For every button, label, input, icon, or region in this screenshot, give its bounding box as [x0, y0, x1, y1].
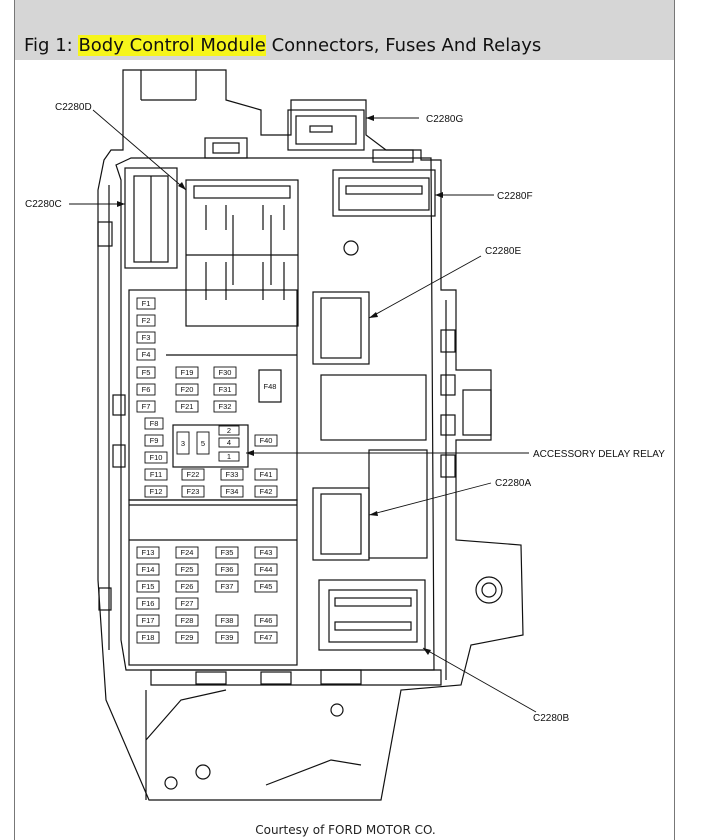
connector-c2280c [124, 167, 178, 269]
fuse-f10: F10 [150, 453, 163, 462]
fuse-f23: F23 [187, 487, 200, 496]
fuse-f1: F1 [142, 299, 151, 308]
figure-header: Fig 1: Body Control Module Connectors, F… [15, 0, 674, 60]
fuse-f8: F8 [150, 419, 159, 428]
fuse-f20: F20 [181, 385, 194, 394]
fuse-f34: F34 [226, 487, 239, 496]
caption-prefix: Fig 1: [24, 35, 79, 56]
relay-pin-3: 3 [181, 439, 185, 448]
figure-credit: Courtesy of FORD MOTOR CO. [255, 823, 436, 837]
fuse-f47: F47 [260, 633, 273, 642]
connector-c2280e [312, 291, 370, 365]
fuse-f9: F9 [150, 436, 159, 445]
fuse-f32: F32 [219, 402, 232, 411]
figure-caption: Fig 1: Body Control Module Connectors, F… [24, 35, 541, 56]
leader-c2280e [368, 255, 482, 319]
fuse-f25: F25 [181, 565, 194, 574]
label-c2280d: C2280D [55, 102, 92, 113]
fuse-f38: F38 [221, 616, 234, 625]
relay-pin-1: 1 [227, 452, 231, 461]
fuse-f18: F18 [142, 633, 155, 642]
fuse-f31: F31 [219, 385, 232, 394]
label-c2280b: C2280B [533, 713, 569, 724]
label-c2280f: C2280F [497, 191, 533, 202]
fuse-f13: F13 [142, 548, 155, 557]
fuse-f44: F44 [260, 565, 273, 574]
fuse-f29: F29 [181, 633, 194, 642]
fuse-f3: F3 [142, 333, 151, 342]
fuse-f14: F14 [142, 565, 155, 574]
fuse-f12: F12 [150, 487, 163, 496]
fuse-f16: F16 [142, 599, 155, 608]
relay-block [172, 424, 249, 468]
fuse-f17: F17 [142, 616, 155, 625]
fuse-f15: F15 [142, 582, 155, 591]
fuse-f19: F19 [181, 368, 194, 377]
fuse-f27: F27 [181, 599, 194, 608]
label-c2280g: C2280G [426, 114, 463, 125]
fuse-f39: F39 [221, 633, 234, 642]
label-c2280e: C2280E [485, 246, 521, 257]
relay-pin-5: 5 [201, 439, 205, 448]
connector-c2280b [318, 579, 426, 651]
fuse-f21: F21 [181, 402, 194, 411]
fuse-f42: F42 [260, 487, 273, 496]
housing-inner-outline [115, 157, 435, 671]
fuse-f40: F40 [260, 436, 273, 445]
connector-c2280g [287, 109, 365, 151]
fuse-f37: F37 [221, 582, 234, 591]
fuse-f41: F41 [260, 470, 273, 479]
leader-c2280a [368, 482, 492, 516]
relay-pin-4: 4 [227, 438, 231, 447]
fuse-f30: F30 [219, 368, 232, 377]
fuse-f24: F24 [181, 548, 194, 557]
fuse-f7: F7 [142, 402, 151, 411]
fuse-f33: F33 [226, 470, 239, 479]
fuse-panel-lower [128, 499, 298, 666]
fuse-box-diagram: C2280D C2280C C2280G C2280F C2280E ACCES… [25, 69, 665, 801]
fuse-f43: F43 [260, 548, 273, 557]
fuse-f36: F36 [221, 565, 234, 574]
fuse-f6: F6 [142, 385, 151, 394]
fuse-f35: F35 [221, 548, 234, 557]
fuse-f28: F28 [181, 616, 194, 625]
connector-c2280d [185, 179, 299, 327]
leader-c2280d [92, 109, 187, 191]
fuse-f48: F48 [264, 382, 277, 391]
fuse-f26: F26 [181, 582, 194, 591]
leader-c2280b [422, 647, 537, 713]
caption-highlight: Body Control Module [78, 35, 266, 56]
figure-frame: Fig 1: Body Control Module Connectors, F… [14, 0, 675, 840]
label-relay: ACCESSORY DELAY RELAY [533, 449, 665, 460]
fuse-f46: F46 [260, 616, 273, 625]
fuse-f4: F4 [142, 350, 151, 359]
label-c2280a: C2280A [495, 478, 531, 489]
fuse-f45: F45 [260, 582, 273, 591]
label-c2280c: C2280C [25, 199, 62, 210]
fuse-f5: F5 [142, 368, 151, 377]
fuse-f2: F2 [142, 316, 151, 325]
relay-pin-2: 2 [227, 426, 231, 435]
fuse-f11: F11 [150, 470, 162, 479]
connector-c2280f [332, 169, 436, 217]
fuse-f22: F22 [187, 470, 200, 479]
caption-suffix: Connectors, Fuses And Relays [265, 35, 542, 56]
